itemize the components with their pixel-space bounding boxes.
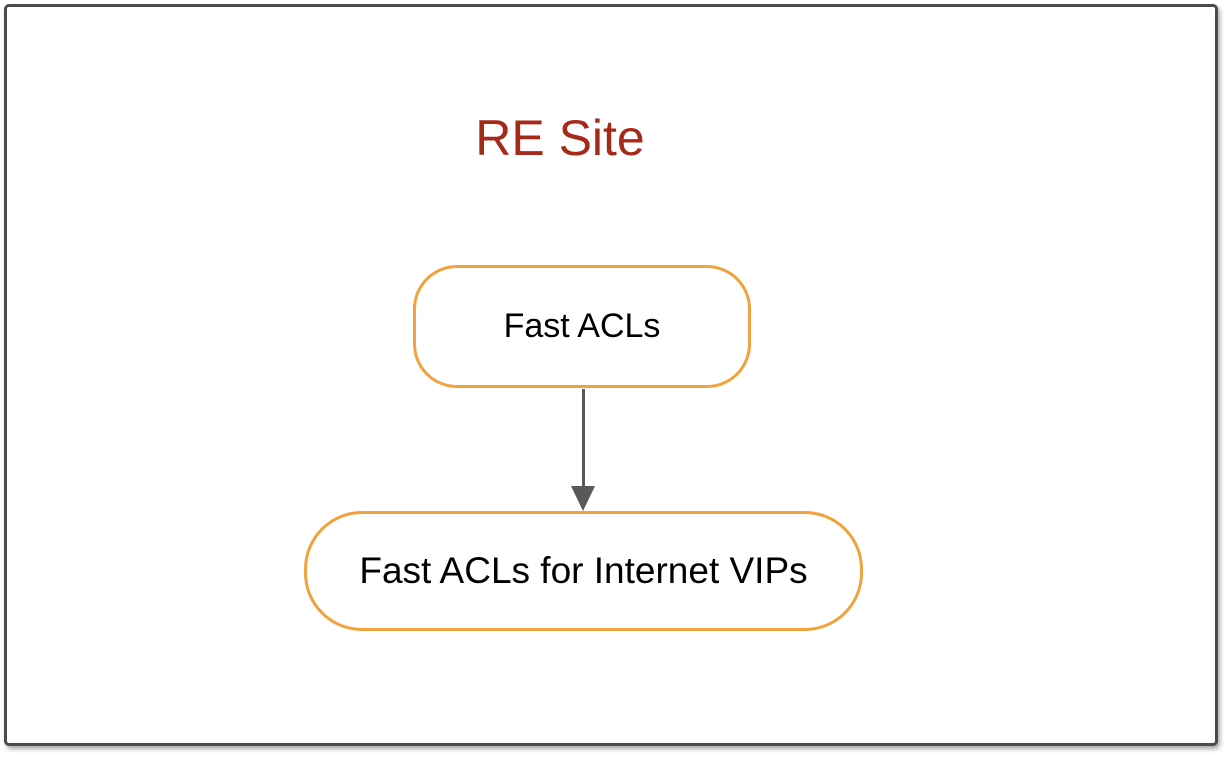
node-label: Fast ACLs for Internet VIPs <box>359 550 808 591</box>
diagram-canvas: RE Site Fast ACLs Fast ACLs for Internet… <box>4 4 1218 746</box>
diagram-title: RE Site <box>475 110 645 166</box>
edge-line <box>582 389 585 486</box>
node-label: Fast ACLs <box>503 307 661 345</box>
node-fast-acls[interactable]: Fast ACLs <box>413 265 751 388</box>
node-fast-acls-for-internet-vips[interactable]: Fast ACLs for Internet VIPs <box>304 511 863 631</box>
edge-fast-acls-to-internet-vips[interactable] <box>570 389 596 511</box>
arrow-down-icon <box>571 486 595 511</box>
